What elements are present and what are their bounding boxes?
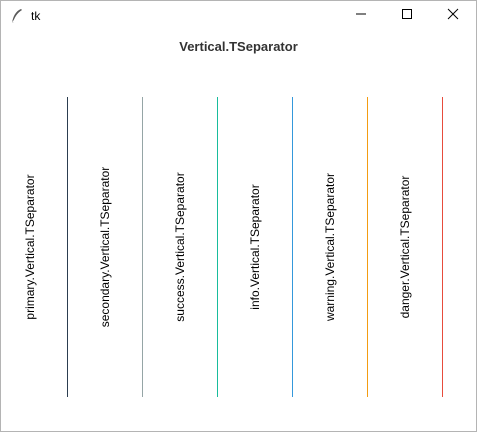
maximize-button[interactable] [384,1,430,31]
separator-label: success.Vertical.TSeparator [173,172,187,322]
separator-success: success.Vertical.TSeparator [143,97,218,397]
separator-line [67,97,68,397]
window-title: tk [31,9,41,23]
separator-secondary: secondary.Vertical.TSeparator [68,97,143,397]
maximize-icon [401,7,413,25]
close-button[interactable] [430,1,476,31]
separator-label: warning.Vertical.TSeparator [323,172,337,322]
minimize-button[interactable] [338,1,384,31]
page-heading: Vertical.TSeparator [179,39,298,54]
separator-label: info.Vertical.TSeparator [248,184,262,310]
separator-line [367,97,368,397]
minimize-icon [355,7,367,25]
separator-line [442,97,443,397]
separator-line [292,97,293,397]
separator-danger: danger.Vertical.TSeparator [368,97,443,397]
title-bar[interactable]: tk [1,1,476,31]
separator-label: secondary.Vertical.TSeparator [98,166,112,328]
separator-label: danger.Vertical.TSeparator [398,175,412,319]
feather-icon [10,8,24,24]
separator-primary: primary.Vertical.TSeparator [0,97,68,397]
separator-line [142,97,143,397]
separator-label: primary.Vertical.TSeparator [23,174,37,320]
separator-warning: warning.Vertical.TSeparator [293,97,368,397]
separator-info: info.Vertical.TSeparator [218,97,293,397]
close-icon [447,7,459,25]
separator-line [217,97,218,397]
